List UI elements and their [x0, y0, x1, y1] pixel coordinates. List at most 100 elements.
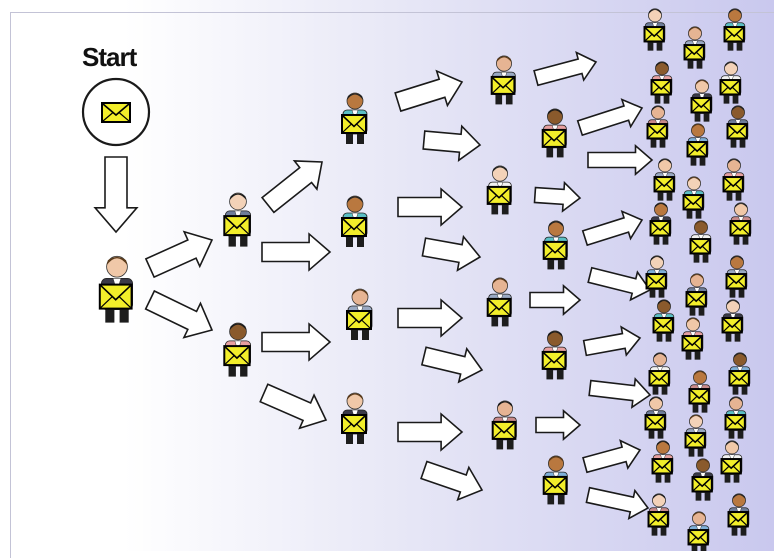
envelope-icon [491, 420, 517, 440]
envelope-icon [727, 511, 749, 528]
envelope-icon [689, 238, 711, 255]
envelope-icon [720, 458, 742, 475]
person-icon [486, 277, 512, 327]
person-icon [648, 352, 671, 395]
envelope-icon [486, 185, 512, 205]
person-icon [688, 370, 711, 413]
person-icon [652, 299, 675, 342]
arrow-icon [585, 486, 650, 520]
envelope-icon [541, 128, 567, 148]
arrow-icon [422, 124, 482, 162]
person-icon [685, 273, 708, 316]
person-icon [682, 176, 705, 219]
envelope-icon [223, 215, 251, 237]
arrow-icon [259, 383, 328, 430]
arrow-icon [587, 144, 654, 176]
person-icon [653, 158, 676, 201]
person-icon [649, 202, 672, 245]
envelope-icon [719, 79, 741, 96]
envelope-icon [649, 220, 671, 237]
envelope-icon [725, 273, 747, 290]
arrow-icon [144, 289, 214, 339]
envelope-icon [721, 317, 743, 334]
person-icon [719, 61, 742, 104]
envelope-icon [723, 26, 745, 43]
person-icon [725, 255, 748, 298]
person-icon [728, 352, 751, 395]
person-icon [721, 299, 744, 342]
person-icon [723, 8, 746, 51]
arrow-icon [397, 298, 464, 338]
person-icon [651, 440, 674, 483]
arrow-icon [533, 50, 598, 87]
person-icon [486, 165, 512, 215]
envelope-icon [653, 176, 675, 193]
person-icon [491, 400, 517, 450]
envelope-icon [486, 297, 512, 317]
arrow-icon [576, 98, 644, 137]
person-icon [722, 158, 745, 201]
arrow-icon [261, 232, 332, 272]
envelope-icon [682, 194, 704, 211]
envelope-icon [644, 414, 666, 431]
envelope-icon [726, 123, 748, 140]
person-icon [542, 220, 568, 270]
person-icon [341, 195, 368, 247]
envelope-icon [690, 97, 712, 114]
arrow-icon [397, 187, 464, 227]
arrow-icon [420, 460, 484, 502]
envelope-icon [722, 176, 744, 193]
person-icon [98, 255, 134, 323]
envelope-icon [646, 123, 668, 140]
envelope-icon [729, 220, 751, 237]
envelope-icon [650, 79, 672, 96]
envelope-icon [346, 310, 372, 330]
person-icon [691, 458, 714, 501]
envelope-icon [98, 283, 133, 310]
person-icon [341, 392, 368, 444]
envelope-icon [101, 102, 131, 123]
person-icon [346, 288, 373, 340]
envelope-icon [688, 388, 710, 405]
person-icon [223, 322, 251, 377]
arrow-icon [261, 322, 332, 362]
person-icon [684, 414, 707, 457]
arrow-icon [581, 209, 644, 247]
person-icon [726, 105, 749, 148]
envelope-icon [728, 370, 750, 387]
arrow-icon [533, 180, 582, 213]
person-icon [650, 61, 673, 104]
envelope-icon [341, 217, 367, 237]
envelope-icon [652, 317, 674, 334]
envelope-icon [687, 529, 709, 546]
envelope-icon [643, 26, 665, 43]
envelope-icon [223, 345, 251, 367]
arrow-icon [421, 234, 482, 272]
arrow-icon [144, 230, 214, 279]
arrow-icon [582, 439, 642, 474]
person-icon [686, 123, 709, 166]
person-icon [729, 202, 752, 245]
start-label: Start [82, 42, 137, 72]
person-icon [644, 396, 667, 439]
person-icon [690, 79, 713, 122]
person-icon [647, 493, 670, 536]
arrow-icon [420, 346, 484, 384]
envelope-icon [541, 350, 567, 370]
person-icon [643, 8, 666, 51]
person-icon [223, 192, 251, 247]
person-icon [541, 108, 567, 158]
arrow-icon [260, 160, 323, 214]
envelope-icon [724, 414, 746, 431]
person-icon [720, 440, 743, 483]
envelope-icon [683, 44, 705, 61]
arrow-icon [397, 412, 464, 452]
person-icon [724, 396, 747, 439]
arrow-icon [588, 377, 652, 409]
envelope-icon [341, 414, 367, 434]
arrow-icon [582, 325, 642, 357]
envelope-icon [341, 114, 367, 134]
envelope-icon [691, 476, 713, 493]
